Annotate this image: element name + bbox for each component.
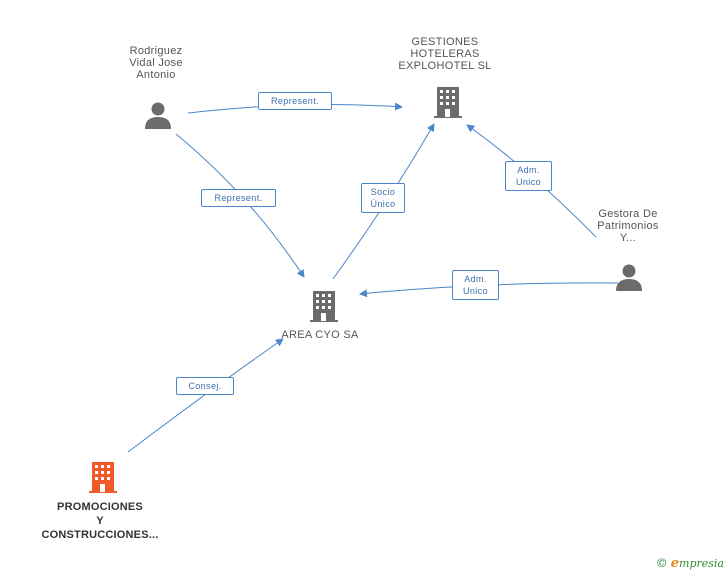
node-label-rodriguez[interactable]: Rodriguez Vidal Jose Antonio xyxy=(129,45,183,81)
edge-line-prom-area xyxy=(127,338,284,453)
empresia-logo[interactable]: ©empresia xyxy=(656,556,724,571)
brand-initial: e xyxy=(670,556,680,571)
building-icon[interactable] xyxy=(308,289,340,323)
building-icon[interactable] xyxy=(87,460,119,494)
brand-name: mpresia xyxy=(679,557,724,570)
copyright-icon: © xyxy=(655,556,668,570)
edge-label-area-gest[interactable]: Socio Único xyxy=(361,183,405,213)
node-label-area[interactable]: AREA CYO SA xyxy=(281,329,359,341)
edge-label-prom-area[interactable]: Consej. xyxy=(176,377,234,395)
edge-label-gestora-area[interactable]: Adm. Unico xyxy=(452,270,499,300)
edge-label-gestora-gest[interactable]: Adm. Unico xyxy=(505,161,552,191)
edge-label-rod-area[interactable]: Represent. xyxy=(201,189,276,207)
node-label-gestiones[interactable]: GESTIONES HOTELERAS EXPLOHOTEL SL xyxy=(398,36,492,72)
edge-label-rod-gest[interactable]: Represent. xyxy=(258,92,332,110)
person-icon[interactable] xyxy=(614,262,644,292)
node-label-gestora[interactable]: Gestora De Patrimonios Y... xyxy=(597,208,659,244)
node-label-promociones[interactable]: PROMOCIONES Y CONSTRUCCIONES... xyxy=(41,501,159,541)
person-icon[interactable] xyxy=(143,100,173,130)
building-icon[interactable] xyxy=(432,85,464,119)
